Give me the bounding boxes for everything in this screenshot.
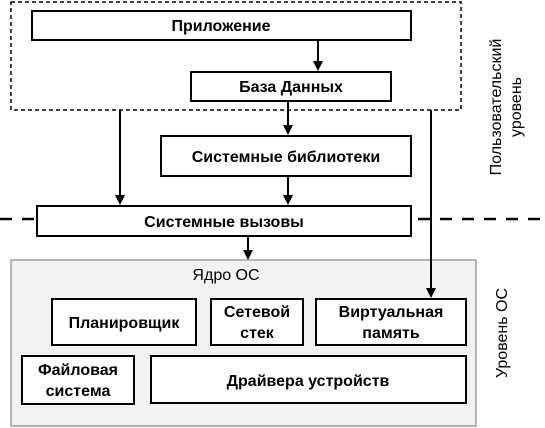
scheduler-label: Планировщик	[69, 315, 181, 332]
os-level-label: Уровень ОС	[494, 288, 511, 378]
user-level-region	[10, 1, 462, 111]
filesystem-label-line2: система	[46, 383, 111, 400]
scheduler-box: Планировщик	[51, 298, 197, 346]
virtual-memory-label-line1: Виртуальная	[339, 304, 444, 321]
device-drivers-box: Драйвера устройств	[150, 355, 467, 404]
filesystem-label-line1: Файловая	[38, 362, 118, 379]
network-stack-label-line1: Сетевой	[224, 304, 290, 321]
database-box: База Данных	[190, 71, 392, 102]
database-label: База Данных	[239, 79, 343, 96]
application-label: Приложение	[171, 18, 270, 35]
application-box: Приложение	[31, 10, 412, 41]
system-calls-label: Системные вызовы	[144, 214, 304, 231]
system-libraries-box: Системные библиотеки	[160, 135, 412, 177]
virtual-memory-label-line2: память	[362, 325, 420, 342]
user-level-label-word1: Пользовательский	[488, 39, 505, 176]
network-stack-box: Сетевой стек	[210, 298, 304, 346]
network-stack-label-line2: стек	[240, 325, 275, 342]
filesystem-box: Файловая система	[21, 355, 135, 405]
kernel-title: Ядро ОС	[192, 267, 259, 284]
virtual-memory-box: Виртуальная память	[315, 298, 467, 346]
user-level-label-word2: уровень	[508, 77, 525, 137]
system-libraries-label: Системные библиотеки	[192, 149, 380, 166]
device-drivers-label: Драйвера устройств	[227, 373, 390, 390]
system-calls-box: Системные вызовы	[36, 205, 412, 237]
